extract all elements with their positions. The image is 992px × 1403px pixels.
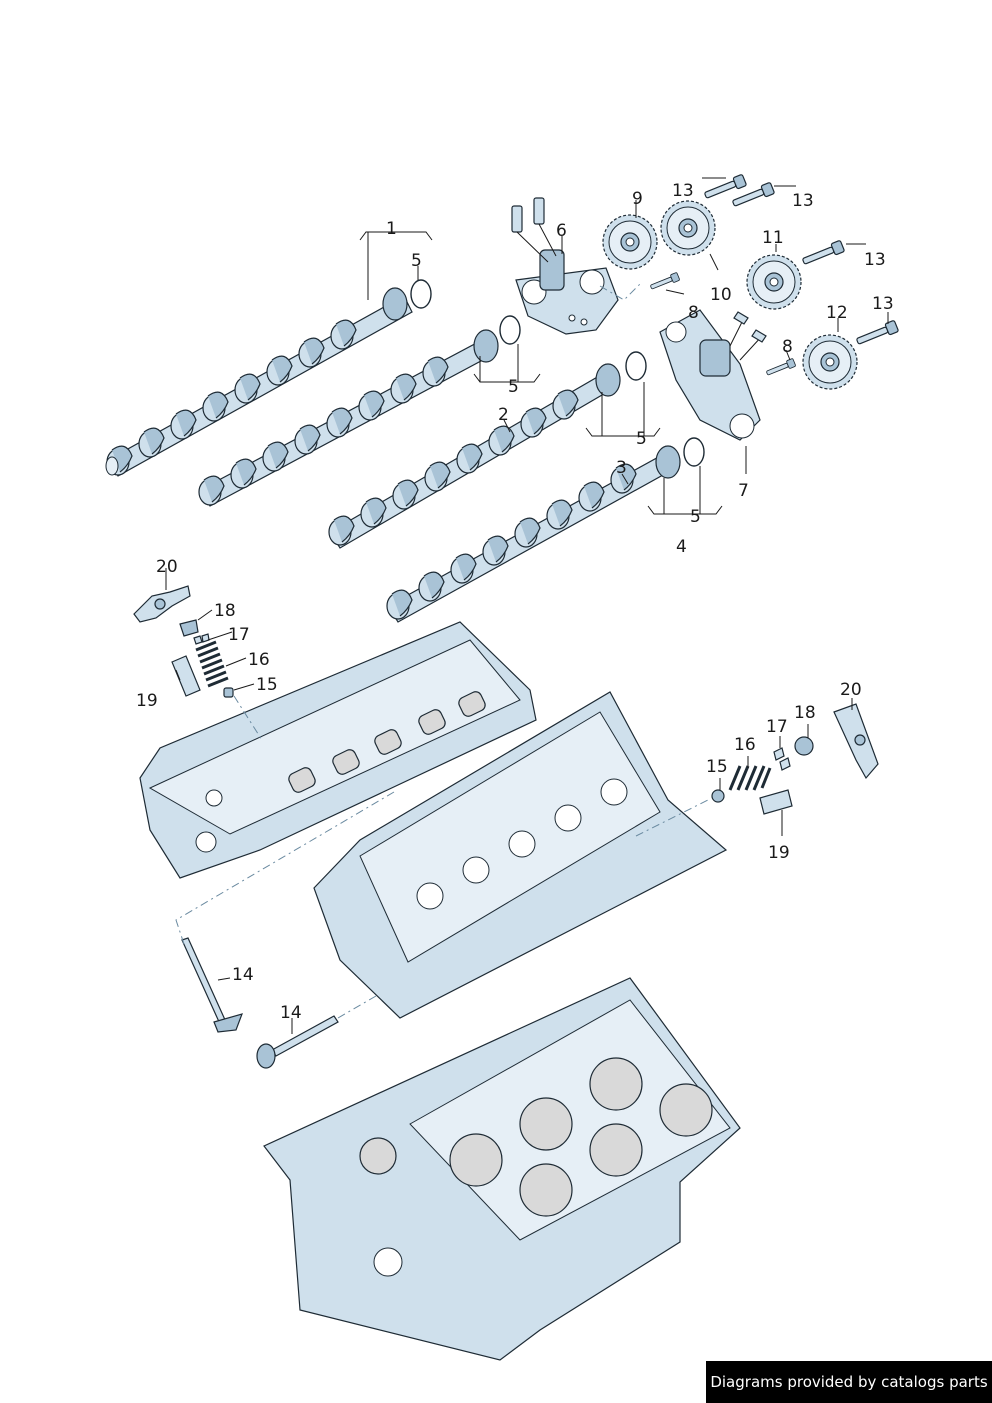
credit-text: Diagrams provided by catalogs parts <box>710 1373 988 1391</box>
valve-keepers-17-right <box>773 747 791 771</box>
callout-14: 14 <box>280 1003 302 1023</box>
cylinder-head-left <box>139 621 537 879</box>
valve-stem-seal-15-left <box>223 687 234 698</box>
camshaft-adjuster-7 <box>659 309 767 441</box>
callout-8: 8 <box>688 303 699 323</box>
callout-19: 19 <box>768 843 790 863</box>
callout-5: 5 <box>636 429 647 449</box>
valve-14-lower <box>256 1015 339 1069</box>
sprocket-9 <box>602 214 658 270</box>
callout-13: 13 <box>792 191 814 211</box>
rocker-arm-20-right <box>833 703 879 780</box>
callout-9: 9 <box>632 189 643 209</box>
callout-19: 19 <box>136 691 158 711</box>
callout-5: 5 <box>411 251 422 271</box>
valve-spring-16-left <box>195 640 229 688</box>
callout-8: 8 <box>782 337 793 357</box>
credit-banner[interactable]: Diagrams provided by catalogs parts <box>706 1361 992 1403</box>
assembly-line-4 <box>233 695 263 741</box>
o-ring-5-d <box>683 437 705 467</box>
sprocket-11 <box>746 254 802 310</box>
cylinder-head-right <box>313 691 728 1019</box>
assembly-line-1 <box>175 791 395 945</box>
callout-20: 20 <box>840 680 862 700</box>
callout-16: 16 <box>734 735 756 755</box>
callout-4: 4 <box>676 537 687 557</box>
callout-14: 14 <box>232 965 254 985</box>
callout-18: 18 <box>214 601 236 621</box>
valve-14-upper <box>181 937 243 1033</box>
valve-stem-seal-15-right <box>711 789 725 803</box>
assembly-line-5 <box>599 283 641 301</box>
callout-20: 20 <box>156 557 178 577</box>
callout-15: 15 <box>706 757 728 777</box>
callouts: 1 5 5 2 5 3 5 4 6 7 8 8 9 10 11 12 13 13… <box>136 181 894 1023</box>
callout-5: 5 <box>508 377 519 397</box>
callout-15: 15 <box>256 675 278 695</box>
o-ring-5-b <box>499 315 521 345</box>
bolt-8-b <box>765 357 797 378</box>
hydraulic-tappet-19-right <box>759 789 793 815</box>
assembly-line-2 <box>337 995 377 1019</box>
callout-17: 17 <box>228 625 250 645</box>
callout-7: 7 <box>738 481 749 501</box>
callout-6: 6 <box>556 221 567 241</box>
spring-cap-18-left <box>179 619 199 637</box>
callout-11: 11 <box>762 228 784 248</box>
o-ring-5-a <box>410 279 432 309</box>
camshaft-3 <box>328 363 621 549</box>
rocker-arm-20-left <box>133 585 191 623</box>
assembly-line-3 <box>635 799 709 837</box>
bolt-13-c <box>800 239 846 268</box>
valve-spring-16-right <box>728 765 772 791</box>
camshaft-4 <box>386 445 681 623</box>
bolt-8-a <box>649 271 681 292</box>
bolt-13-d <box>854 319 900 348</box>
callout-5: 5 <box>690 507 701 527</box>
camshaft-2 <box>198 329 499 507</box>
spring-cap-18-right <box>794 736 814 756</box>
sprocket-12 <box>802 334 858 390</box>
callout-18: 18 <box>794 703 816 723</box>
o-ring-5-c <box>625 351 647 381</box>
callout-17: 17 <box>766 717 788 737</box>
hydraulic-tappet-19-left <box>171 655 201 697</box>
callout-1: 1 <box>386 219 397 239</box>
callout-12: 12 <box>826 303 848 323</box>
callout-10: 10 <box>710 285 732 305</box>
callout-13: 13 <box>872 294 894 314</box>
callout-3: 3 <box>616 458 627 478</box>
sprocket-10 <box>660 200 716 256</box>
leader-lines <box>165 177 889 1034</box>
engine-block <box>263 977 741 1361</box>
camshaft-adjuster-6 <box>511 197 619 335</box>
valve-keepers-17-left <box>193 633 210 645</box>
callout-13: 13 <box>864 250 886 270</box>
callout-16: 16 <box>248 650 270 670</box>
camshaft-1 <box>105 287 413 477</box>
callout-13: 13 <box>672 181 694 201</box>
callout-2: 2 <box>498 405 509 425</box>
